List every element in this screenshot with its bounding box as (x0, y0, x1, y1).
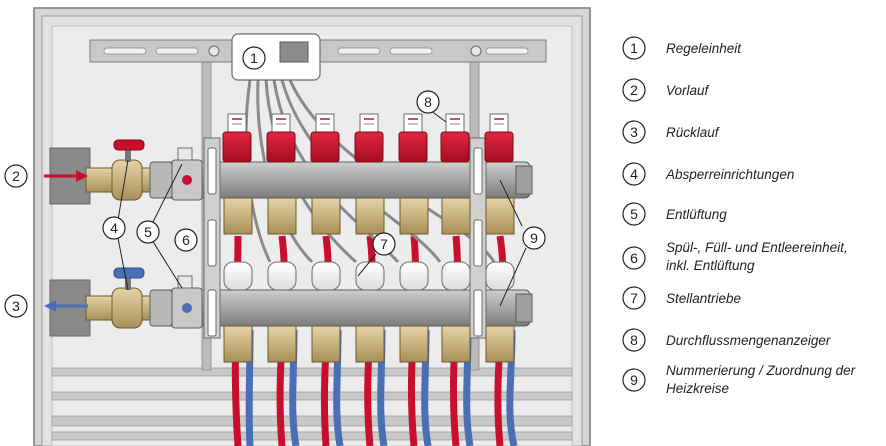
callout-2: 2 (5, 165, 27, 187)
svg-text:6: 6 (182, 232, 190, 248)
legend-item-2: 2 Vorlauf (623, 79, 710, 101)
svg-text:3: 3 (630, 124, 638, 140)
callout-8: 8 (417, 91, 439, 113)
svg-text:Durchflussmengenanzeiger: Durchflussmengenanzeiger (666, 333, 831, 348)
svg-text:9: 9 (630, 372, 638, 388)
svg-text:8: 8 (424, 94, 432, 110)
svg-text:2: 2 (630, 82, 638, 98)
svg-text:9: 9 (530, 230, 538, 246)
svg-text:Heizkreise: Heizkreise (666, 381, 729, 396)
callout-6: 6 (175, 229, 197, 251)
callout-4: 4 (103, 217, 125, 239)
svg-text:6: 6 (630, 250, 638, 266)
return-outlets (224, 326, 514, 362)
svg-text:Stellantriebe: Stellantriebe (666, 291, 741, 306)
svg-text:4: 4 (110, 220, 118, 236)
legend-item-4: 4 Absperreinrichtungen (623, 163, 794, 185)
svg-text:Vorlauf: Vorlauf (666, 83, 710, 98)
svg-text:Nummerierung / Zuordnung der: Nummerierung / Zuordnung der (666, 363, 856, 378)
svg-text:Entlüftung: Entlüftung (666, 207, 727, 222)
svg-text:Rücklauf: Rücklauf (666, 125, 720, 140)
svg-text:Spül-, Füll- und Entleereinhei: Spül-, Füll- und Entleereinheit, (666, 240, 848, 255)
callout-9: 9 (523, 227, 545, 249)
callout-3: 3 (5, 295, 27, 317)
svg-text:4: 4 (630, 166, 638, 182)
svg-text:1: 1 (250, 50, 258, 66)
svg-text:5: 5 (144, 224, 152, 240)
callout-7: 7 (373, 233, 395, 255)
svg-text:Regeleinheit: Regeleinheit (666, 41, 742, 56)
callout-1: 1 (243, 47, 265, 69)
svg-text:8: 8 (630, 332, 638, 348)
svg-text:7: 7 (630, 290, 638, 306)
legend-item-8: 8 Durchflussmengenanzeiger (623, 329, 831, 351)
svg-text:5: 5 (630, 206, 638, 222)
svg-text:3: 3 (12, 298, 20, 314)
svg-text:Absperreinrichtungen: Absperreinrichtungen (665, 167, 794, 182)
callout-5: 5 (137, 221, 159, 243)
svg-text:2: 2 (12, 168, 20, 184)
legend-item-1: 1 Regeleinheit (623, 37, 742, 59)
legend-item-5: 5 Entlüftung (623, 203, 727, 225)
legend: 1 Regeleinheit 2 Vorlauf 3 Rücklauf 4 Ab… (623, 37, 856, 396)
legend-item-3: 3 Rücklauf (623, 121, 720, 143)
legend-item-7: 7 Stellantriebe (623, 287, 741, 309)
supply-outlets (224, 198, 514, 234)
svg-text:7: 7 (380, 236, 388, 252)
svg-text:1: 1 (630, 40, 638, 56)
svg-text:inkl. Entlüftung: inkl. Entlüftung (666, 258, 755, 273)
legend-item-6: 6 Spül-, Füll- und Entleereinheit, inkl.… (623, 240, 848, 273)
legend-item-9: 9 Nummerierung / Zuordnung der Heizkreis… (623, 363, 856, 396)
